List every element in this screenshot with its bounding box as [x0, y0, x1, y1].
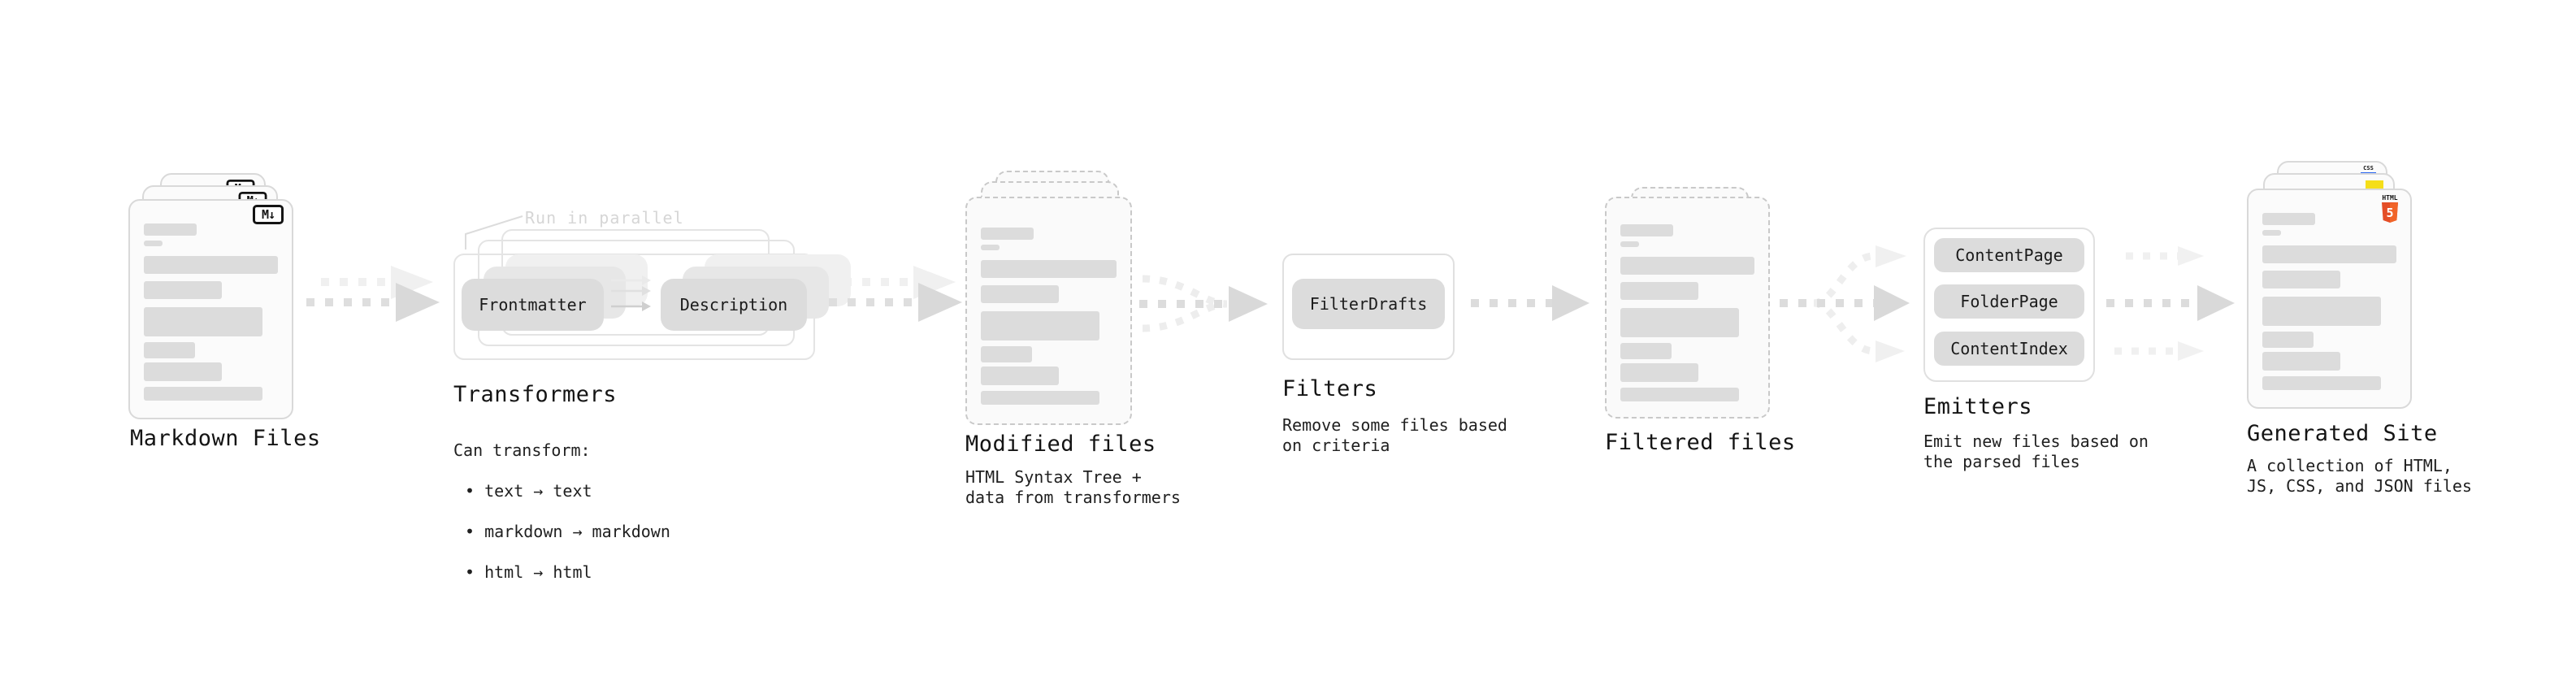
contentpage-pill: ContentPage: [1934, 238, 2084, 272]
folderpage-pill: FolderPage: [1934, 284, 2084, 319]
generated-file-card-html: HTML 5: [2247, 189, 2412, 409]
filters-desc: Remove some files based on criteria: [1282, 415, 1507, 455]
generated-site-label: Generated Site: [2247, 421, 2438, 446]
run-in-parallel-annotation: Run in parallel: [525, 208, 684, 228]
document-skeleton: [2262, 213, 2396, 390]
document-skeleton: [981, 228, 1117, 405]
modified-files-desc: HTML Syntax Tree + data from transformer…: [965, 467, 1181, 507]
flow-arrow-emitters-to-generated: [2106, 246, 2235, 361]
emitters-label: Emitters: [1923, 394, 2033, 419]
transformer-stack: Frontmatter Description: [453, 229, 851, 363]
svg-text:HTML: HTML: [2382, 194, 2397, 202]
transformers-label: Transformers: [453, 382, 618, 407]
flow-arrow-filtered-to-emitters: [1780, 245, 1910, 362]
filtered-files-label: Filtered files: [1605, 430, 1796, 455]
description-pill: Description: [661, 279, 807, 331]
document-skeleton: [144, 223, 278, 401]
html5-icon: HTML 5: [2382, 194, 2398, 223]
markdown-files-label: Markdown Files: [130, 426, 321, 451]
markdown-icon: M↓: [253, 205, 284, 224]
modified-files-label: Modified files: [965, 432, 1156, 457]
flow-arrow-markdown-to-transformers: [306, 266, 440, 322]
css-icon-label: CSS: [2363, 165, 2374, 171]
generated-site-desc: A collection of HTML, JS, CSS, and JSON …: [2247, 456, 2472, 496]
transformers-bullet-1: • text → text: [465, 481, 592, 501]
annotation-leader-line: [465, 215, 523, 249]
modified-file-card-front: [965, 197, 1132, 425]
transformers-desc-heading: Can transform:: [453, 440, 591, 460]
emitters-desc: Emit new files based on the parsed files: [1923, 432, 2149, 471]
svg-text:5: 5: [2386, 206, 2393, 220]
filtered-file-card-front: [1605, 197, 1770, 419]
contentindex-pill: ContentIndex: [1934, 332, 2084, 366]
flow-arrow-modified-to-filters: [1139, 275, 1268, 332]
frontmatter-pill: Frontmatter: [462, 279, 604, 331]
markdown-file-card-front: M↓: [128, 199, 293, 419]
filterdrafts-pill: FilterDrafts: [1292, 279, 1445, 329]
transformers-desc: Can transform: • text → text • markdown …: [453, 420, 670, 603]
pill-connector-arrows: [611, 275, 651, 311]
document-skeleton: [1620, 224, 1754, 401]
transformers-bullet-2: • markdown → markdown: [465, 522, 670, 541]
flow-arrow-transformers-to-modified: [829, 266, 962, 322]
flow-arrow-filters-to-filtered: [1471, 285, 1589, 321]
js-icon: [2366, 180, 2383, 189]
filters-label: Filters: [1282, 376, 1378, 401]
transformers-bullet-3: • html → html: [465, 562, 592, 582]
